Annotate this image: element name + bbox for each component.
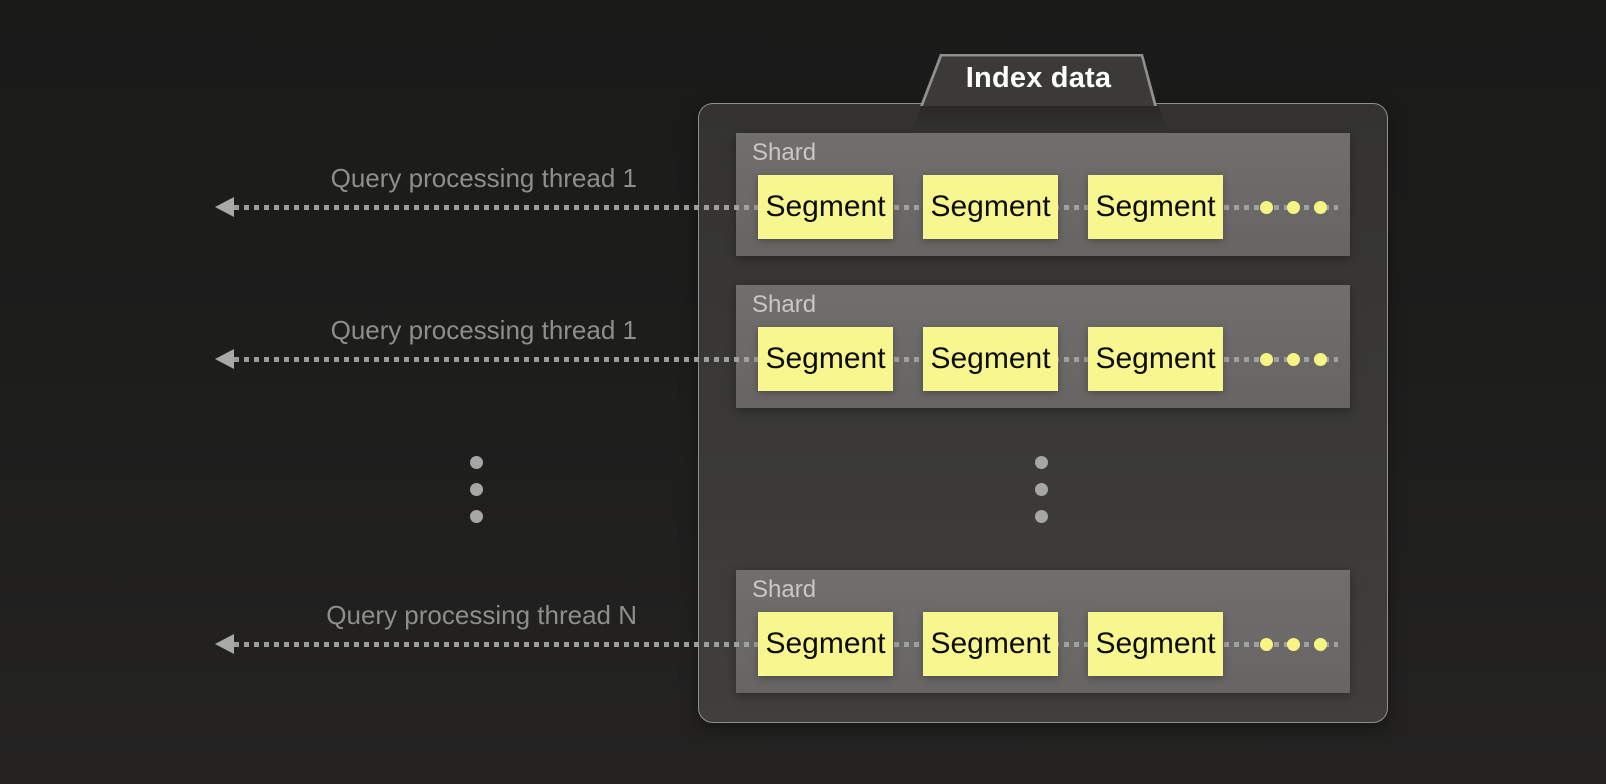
segment-box: Segment — [923, 327, 1058, 391]
tab-shadow — [910, 104, 1170, 134]
ellipsis-dot — [470, 483, 483, 496]
segment-box: Segment — [758, 612, 893, 676]
more-shards-ellipsis-icon — [1035, 456, 1048, 537]
index-data-tab-inner: Index data — [923, 56, 1154, 106]
more-segments-dot-icon — [1286, 637, 1300, 651]
more-segments-dot-icon — [1313, 637, 1327, 651]
more-segments-dot-icon — [1313, 200, 1327, 214]
shard-row: Query processing thread 1 Shard Segment … — [0, 285, 1606, 408]
more-threads-ellipsis-icon — [470, 456, 483, 537]
ellipsis-dot — [1035, 510, 1048, 523]
shard-row: Query processing thread 1 Shard Segment … — [0, 133, 1606, 256]
more-segments-dot-icon — [1259, 200, 1273, 214]
segment-box: Segment — [923, 612, 1058, 676]
segment-box: Segment — [923, 175, 1058, 239]
shard-label: Shard — [752, 139, 817, 166]
index-data-tab: Index data — [920, 54, 1157, 106]
index-data-title: Index data — [965, 61, 1112, 94]
more-segments-dot-icon — [1259, 637, 1273, 651]
more-segments-dot-icon — [1259, 352, 1273, 366]
segment-box: Segment — [758, 327, 893, 391]
thread-label: Query processing thread 1 — [330, 163, 637, 193]
shard-label: Shard — [752, 291, 817, 318]
segment-box: Segment — [1088, 612, 1223, 676]
ellipsis-dot — [470, 510, 483, 523]
more-segments-dot-icon — [1313, 352, 1327, 366]
left-arrow-icon — [215, 634, 234, 654]
more-segments-dot-icon — [1286, 352, 1300, 366]
more-segments-dot-icon — [1286, 200, 1300, 214]
ellipsis-dot — [1035, 483, 1048, 496]
segment-box: Segment — [758, 175, 893, 239]
ellipsis-dot — [470, 456, 483, 469]
ellipsis-dot — [1035, 456, 1048, 469]
shard-row: Query processing thread N Shard Segment … — [0, 570, 1606, 693]
thread-label: Query processing thread 1 — [330, 315, 637, 345]
left-arrow-icon — [215, 349, 234, 369]
thread-label: Query processing thread N — [326, 600, 637, 630]
segment-box: Segment — [1088, 175, 1223, 239]
segment-box: Segment — [1088, 327, 1223, 391]
shard-label: Shard — [752, 576, 817, 603]
left-arrow-icon — [215, 197, 234, 217]
